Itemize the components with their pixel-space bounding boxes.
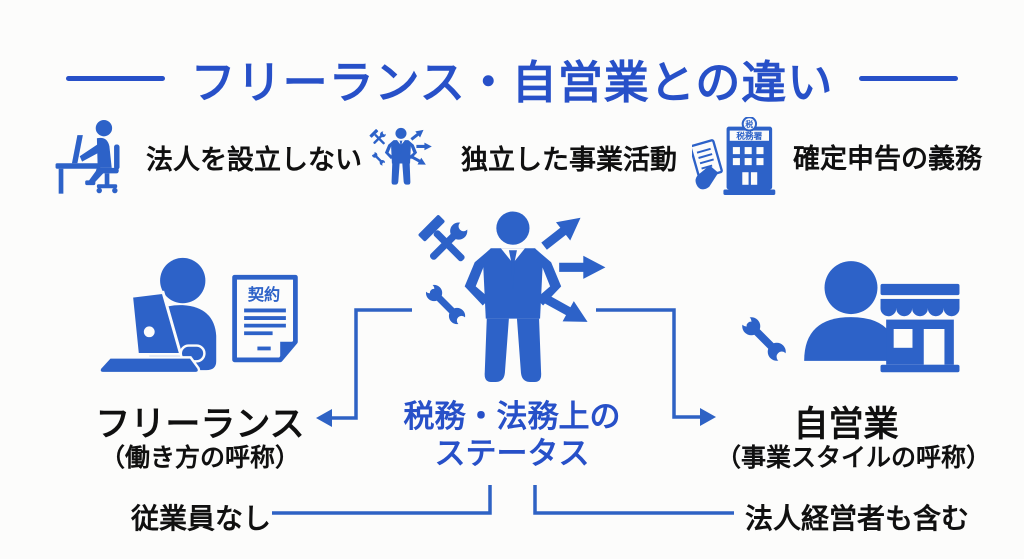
contract-document-icon: 契約 [232,274,298,363]
freelance-note: 従業員なし [131,503,272,534]
self-employed-name: 自営業 [793,405,899,444]
self-employed-person-icon [804,261,898,361]
feature-independent-business: 独立した事業活動 [364,126,677,188]
freelance-subtitle: （働き方の呼称） [99,444,300,472]
desk-worker-icon [55,119,120,194]
storefront-icon [880,283,960,373]
feature-tax-return: 税務署 税 確定申告の義務 [692,117,982,196]
self-employed-subtitle: （事業スタイルの呼称） [716,444,992,472]
feature-no-corporation: 法人を設立しない [53,118,362,196]
feature-label: 確定申告の義務 [793,144,982,174]
self-employed-note: 法人経営者も含む [745,503,970,534]
page-title: フリーランス・自営業との違い [190,57,834,108]
freelancer-laptop-icon [98,257,217,375]
title-dash-left [65,76,165,81]
title-dash-right [859,76,959,81]
center-status-line1: 税務・法務上の [403,399,621,434]
tax-office-icon: 税務署 税 [692,117,776,195]
contract-label: 契約 [247,285,280,304]
feature-label: 独立した事業活動 [461,144,677,175]
freelance-name: フリーランス [95,405,305,444]
center-status-line2: ステータス [434,436,590,471]
tax-office-sign: 税務署 [736,130,762,141]
page-header: フリーランス・自営業との違い [0,46,1024,111]
center-status-label: 税務・法務上の ステータス [392,398,632,472]
feature-label: 法人を設立しない [146,144,362,175]
tax-badge: 税 [745,119,753,129]
